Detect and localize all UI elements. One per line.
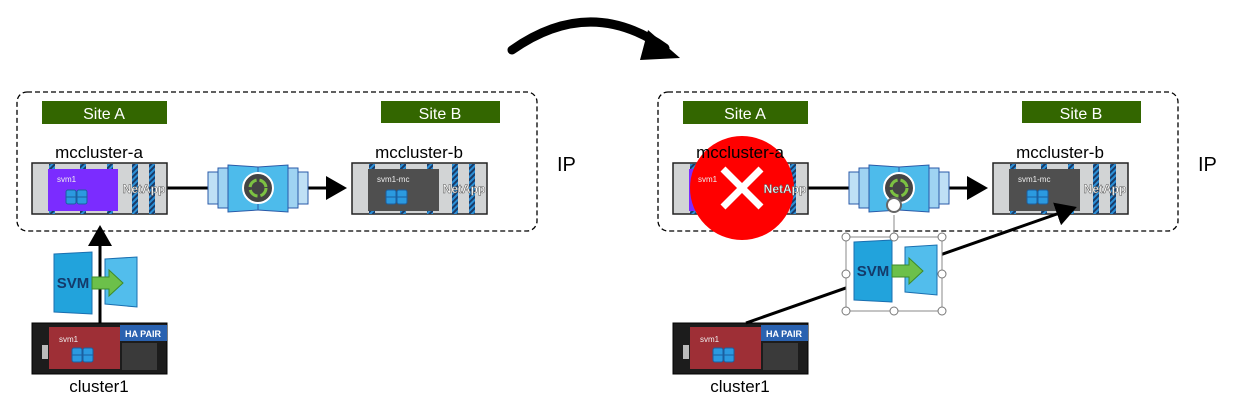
transition-arrow: [507, 17, 680, 60]
network-label: IP: [1198, 154, 1217, 176]
replication-icon: [848, 164, 950, 213]
storage-icon: [71, 347, 94, 363]
storage-icon: [65, 189, 88, 205]
after-state: Site A Site B IP mccluster-b NetApp svm1…: [657, 91, 1217, 396]
ha-pair-label: HA PAIR: [125, 329, 162, 339]
before-state: Site A Site B IP mccluster-a NetApp svm1…: [16, 91, 576, 396]
resize-handle[interactable]: [937, 269, 947, 279]
resize-handle[interactable]: [889, 306, 899, 316]
resize-handle[interactable]: [937, 306, 947, 316]
svm-name: svm1-mc: [377, 175, 409, 184]
network-label: IP: [557, 154, 576, 176]
ha-pair-label: HA PAIR: [766, 329, 803, 339]
svm-name: svm1: [57, 175, 77, 184]
site-a-label: Site A: [724, 106, 766, 123]
brand-label: NetApp: [764, 182, 807, 196]
resize-handle[interactable]: [841, 232, 851, 242]
site-a-label: Site A: [83, 106, 125, 123]
x-icon: [690, 136, 794, 240]
svm-name: svm1: [698, 175, 718, 184]
cluster-name: mccluster-a: [55, 143, 143, 162]
resize-handle[interactable]: [889, 232, 899, 242]
site-b-label-bg: [1022, 101, 1141, 123]
local-cluster-name: cluster1: [69, 377, 129, 396]
svm-label: SVM: [857, 263, 890, 280]
storage-icon: [1026, 189, 1049, 205]
resize-handle[interactable]: [937, 232, 947, 242]
ha-pair-badge: [120, 325, 167, 341]
cluster-name: mccluster-b: [375, 143, 463, 162]
metrocluster-boundary: [16, 91, 538, 232]
site-b-label: Site B: [1060, 106, 1103, 123]
local-cluster[interactable]: svm1 HA PAIR cluster1: [672, 322, 809, 396]
storage-icon: [385, 189, 408, 205]
site-b-label: Site B: [419, 106, 462, 123]
mccluster-b-node[interactable]: mccluster-b NetApp svm1-mc: [351, 143, 488, 215]
brand-label: NetApp: [123, 182, 166, 196]
svm-migrate-icon[interactable]: SVM: [853, 239, 938, 303]
site-a-label-bg: [683, 101, 808, 124]
brand-label: NetApp: [1084, 182, 1127, 196]
site-a-label-bg: [42, 101, 167, 124]
storage-icon: [712, 347, 735, 363]
svm-name: svm1: [59, 335, 79, 344]
local-cluster-name: cluster1: [710, 377, 770, 396]
svm-name: svm1: [700, 335, 720, 344]
ha-pair-badge: [761, 325, 808, 341]
rotate-handle-icon[interactable]: [886, 197, 902, 213]
resize-handle[interactable]: [841, 269, 851, 279]
mccluster-b-node[interactable]: mccluster-b NetApp svm1-mc: [992, 143, 1129, 215]
cluster-name: mccluster-a: [696, 143, 784, 162]
mccluster-a-node[interactable]: mccluster-a NetApp svm1: [31, 143, 168, 215]
replication-icon: [207, 164, 309, 213]
svm-label: SVM: [57, 275, 90, 292]
brand-label: NetApp: [443, 182, 486, 196]
local-cluster[interactable]: svm1 HA PAIR cluster1: [31, 322, 168, 396]
resize-handle[interactable]: [841, 306, 851, 316]
svm-migrate-icon[interactable]: SVM: [53, 251, 138, 315]
svm-name: svm1-mc: [1018, 175, 1050, 184]
metrocluster-boundary: [657, 91, 1179, 232]
cluster-name: mccluster-b: [1016, 143, 1104, 162]
mccluster-a-node-labels: mccluster-a NetApp svm1: [696, 143, 807, 196]
site-b-label-bg: [381, 101, 500, 123]
